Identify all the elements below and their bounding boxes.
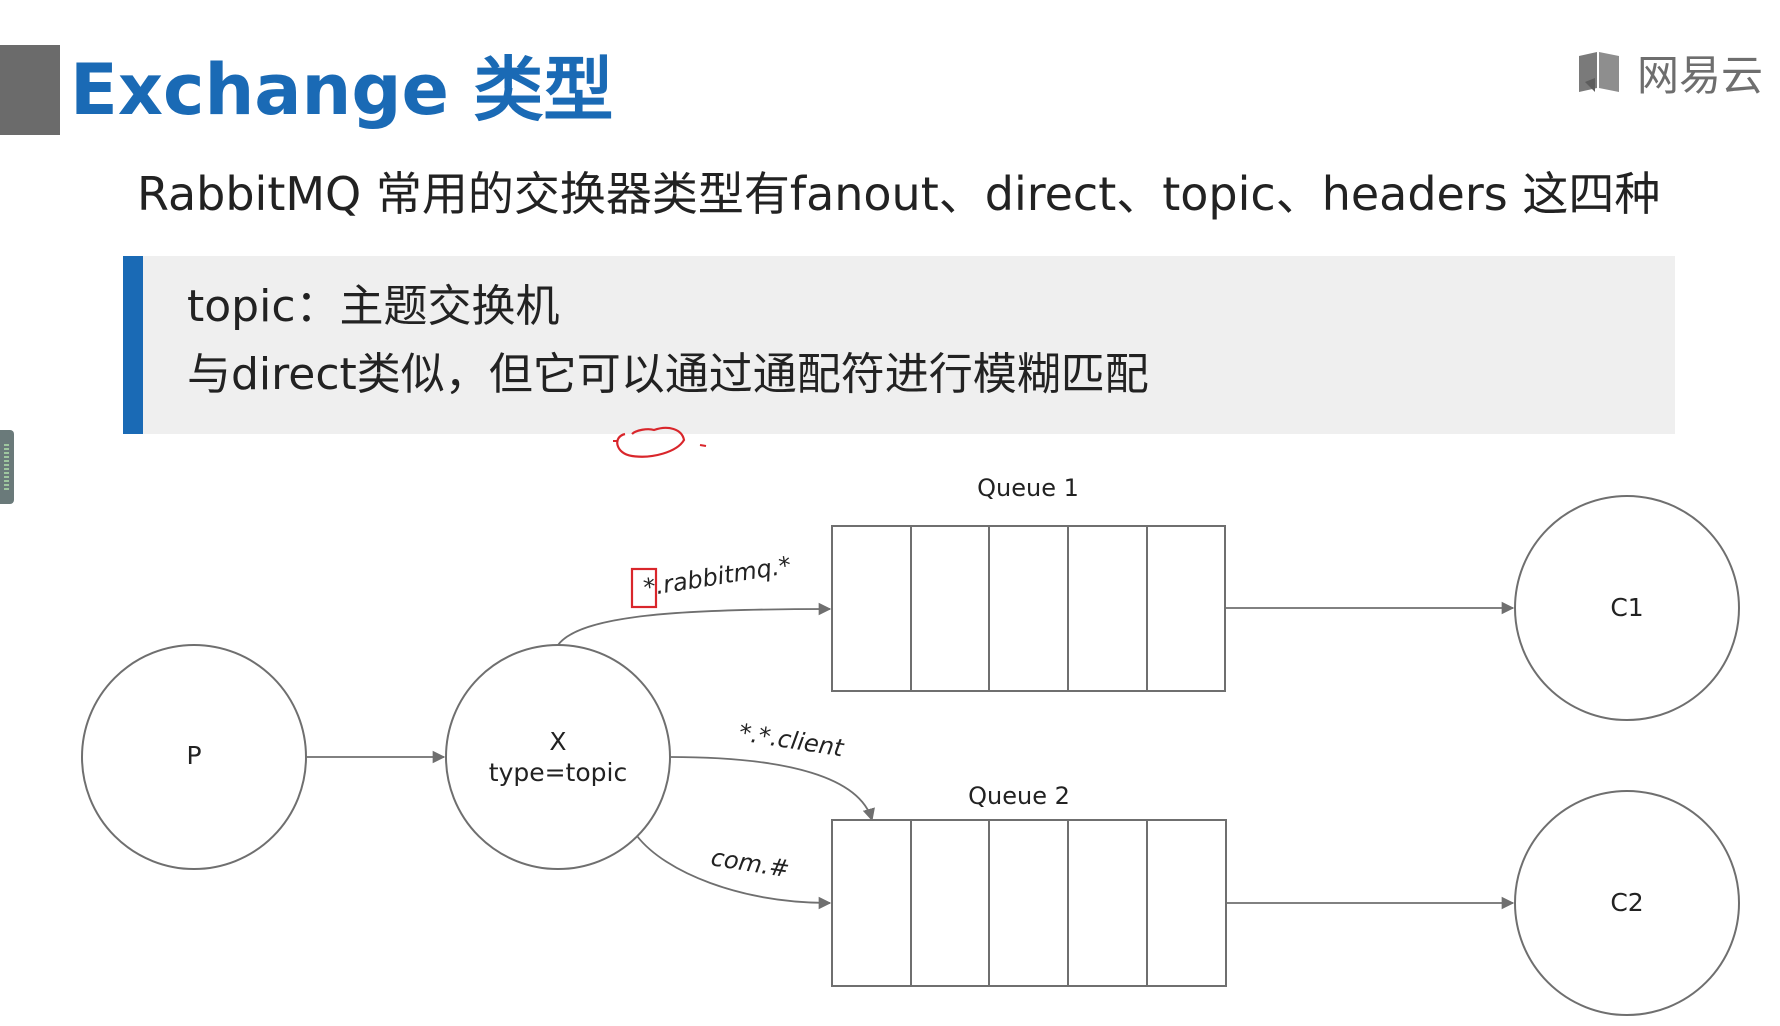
brand-name: 网易云 <box>1637 50 1764 100</box>
consumer-1-node <box>1514 495 1740 721</box>
binding-3-arrow <box>636 835 832 910</box>
binding-2-key: *.*.client <box>737 718 847 762</box>
binding-3-key: com.# <box>709 843 791 883</box>
grip-icon <box>4 444 9 490</box>
red-annotation-box <box>630 567 658 609</box>
slide-subtitle: RabbitMQ 常用的交换器类型有fanout、direct、topic、he… <box>137 167 1661 221</box>
exchange-type-label: type=topic <box>489 758 627 787</box>
consumer-1-label: C1 <box>1610 593 1643 622</box>
exchange-node <box>445 644 671 870</box>
note-line-description: 与direct类似，但它可以通过通配符进行模糊匹配 <box>187 349 1149 400</box>
slide-title: Exchange 类型 <box>70 49 614 131</box>
exchange-label: X <box>549 727 566 756</box>
producer-label: P <box>186 741 201 770</box>
note-line-topic: topic：主题交换机 <box>187 281 560 332</box>
binding-2-arrow <box>669 756 875 822</box>
red-annotation-scribble <box>616 426 686 458</box>
side-panel-handle[interactable] <box>0 430 14 504</box>
title-marker <box>0 45 60 135</box>
book-logo-icon <box>1579 52 1619 92</box>
consumer-2-label: C2 <box>1610 888 1643 917</box>
queue-2-label: Queue 2 <box>968 782 1070 810</box>
note-box: topic：主题交换机 与direct类似，但它可以通过通配符进行模糊匹配 <box>123 256 1675 434</box>
binding-1-arrow <box>557 602 832 646</box>
binding-1-key: *.rabbitmq.* <box>642 551 794 602</box>
consumer-2-node <box>1514 790 1740 1016</box>
queue-1-label: Queue 1 <box>977 474 1079 502</box>
brand-logo: 网易云 <box>1575 42 1780 102</box>
queue-2 <box>831 819 1227 987</box>
queue-1 <box>831 525 1226 692</box>
